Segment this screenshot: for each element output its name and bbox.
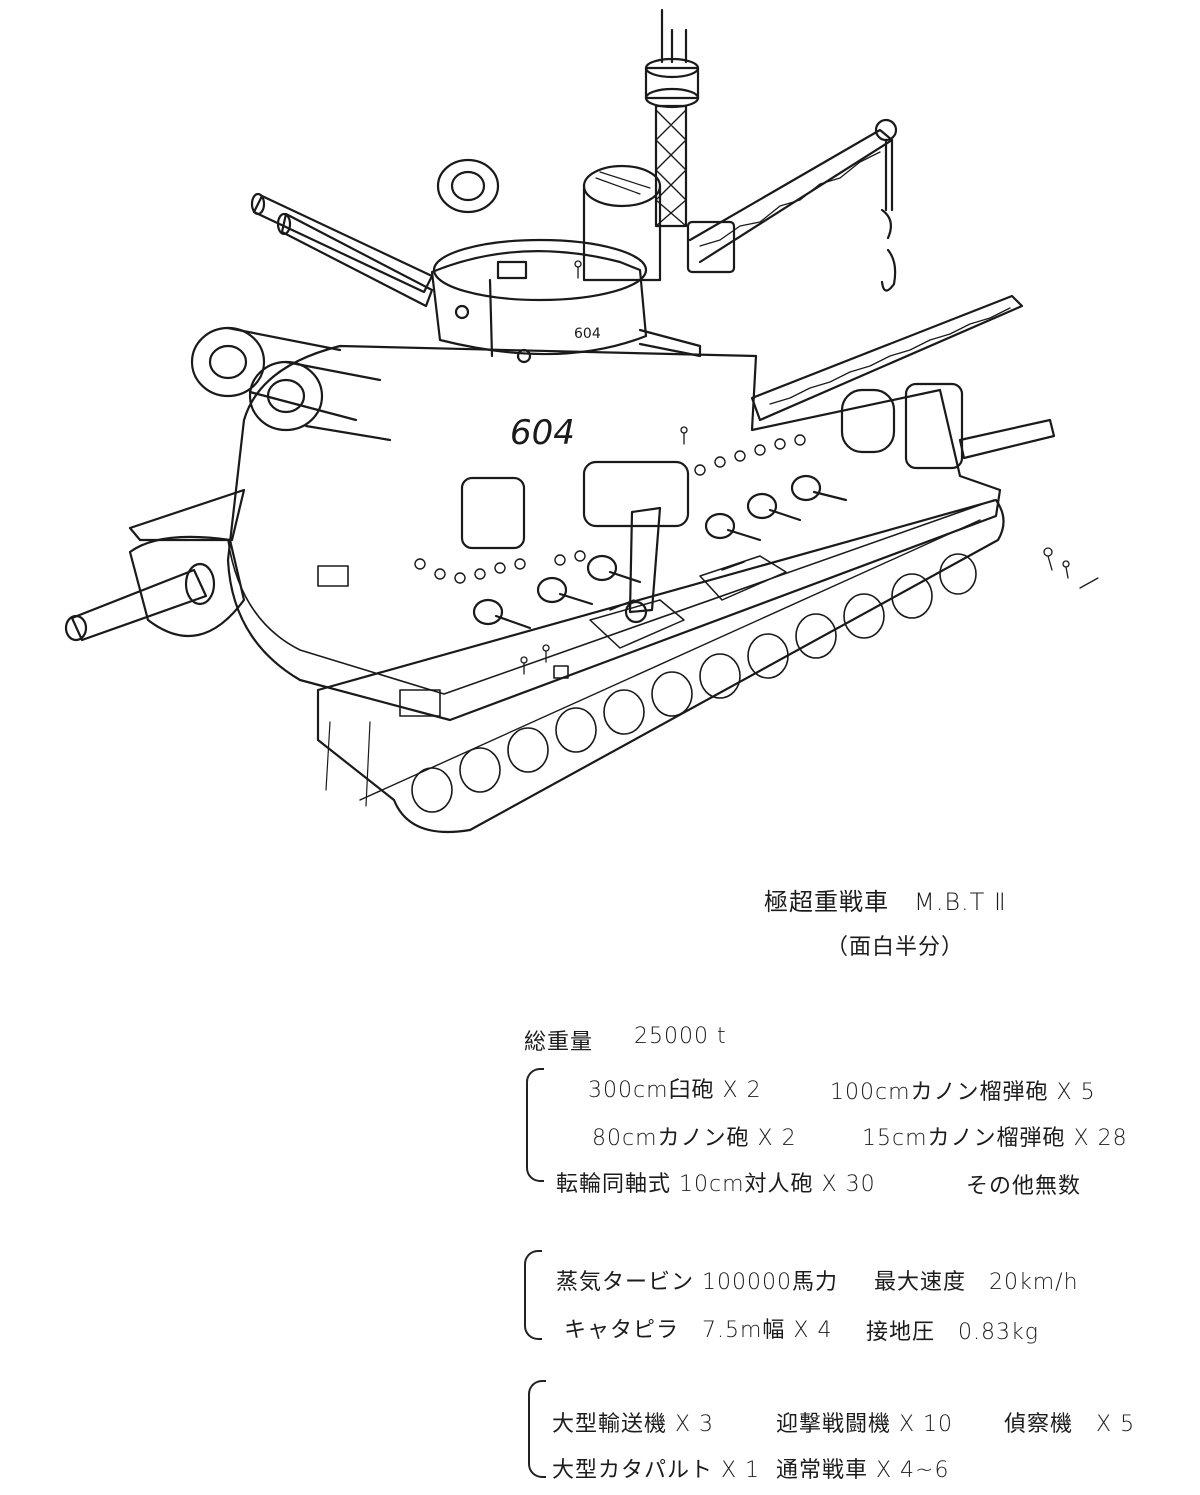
crane [686, 118, 898, 292]
vehicle-subtitle: （面白半分） [826, 935, 965, 960]
hull: 604 604 [226, 326, 1002, 722]
aircraft-item: 迎撃戦闘機 X 10 [776, 1412, 954, 1437]
weight-label: 総重量 [524, 1030, 594, 1055]
tracks [128, 498, 1005, 834]
svg-text:604: 604 [574, 326, 601, 342]
mobility-brace [524, 1250, 542, 1340]
tank-line-drawing: 604 604 [64, 8, 1099, 834]
cargo-boxes [317, 565, 569, 717]
armament-brace [526, 1068, 544, 1182]
front-cannon [64, 562, 216, 642]
mobility-item: 蒸気タービン 100000馬力 [556, 1270, 838, 1295]
smoke-stack [582, 164, 662, 282]
mobility-item: 接地圧 0.83kg [866, 1320, 1039, 1345]
mobility-item: キャタピラ 7.5m幅 X 4 [564, 1318, 833, 1343]
armament-item: その他無数 [966, 1174, 1082, 1199]
mobility-item: 最大速度 20km/h [874, 1270, 1079, 1295]
antenna-mast [644, 8, 700, 228]
crew-figures [520, 260, 1099, 675]
side-cannon [958, 418, 1056, 460]
aircraft-item: 偵察機 X 5 [1004, 1412, 1136, 1437]
mortar-barrels [190, 326, 392, 442]
deck-tanks [589, 555, 787, 649]
armament-item: 300cm臼砲 X 2 [588, 1078, 762, 1103]
upper-cannons [250, 158, 500, 308]
armament-item: 100cmカノン榴弾砲 X 5 [830, 1080, 1096, 1105]
aircraft-brace [528, 1380, 546, 1478]
aircraft-item: 大型カタパルト X 1 [552, 1458, 761, 1483]
armament-item: 転輪同軸式 10cm対人砲 X 30 [556, 1172, 876, 1197]
aircraft-item: 大型輸送機 X 3 [552, 1412, 715, 1437]
front-plate [128, 488, 246, 542]
vehicle-title: 極超重戦車 M.B.T Ⅱ [764, 888, 1007, 916]
armament-item: 15cmカノン榴弾砲 X 28 [862, 1126, 1128, 1151]
weight-value: 25000 t [634, 1024, 727, 1049]
catapult-boom [750, 294, 1024, 422]
armament-item: 80cmカノン砲 X 2 [592, 1126, 797, 1151]
aircraft-item: 通常戦車 X 4~6 [776, 1458, 950, 1483]
hull-number-text: 604 [510, 413, 575, 453]
